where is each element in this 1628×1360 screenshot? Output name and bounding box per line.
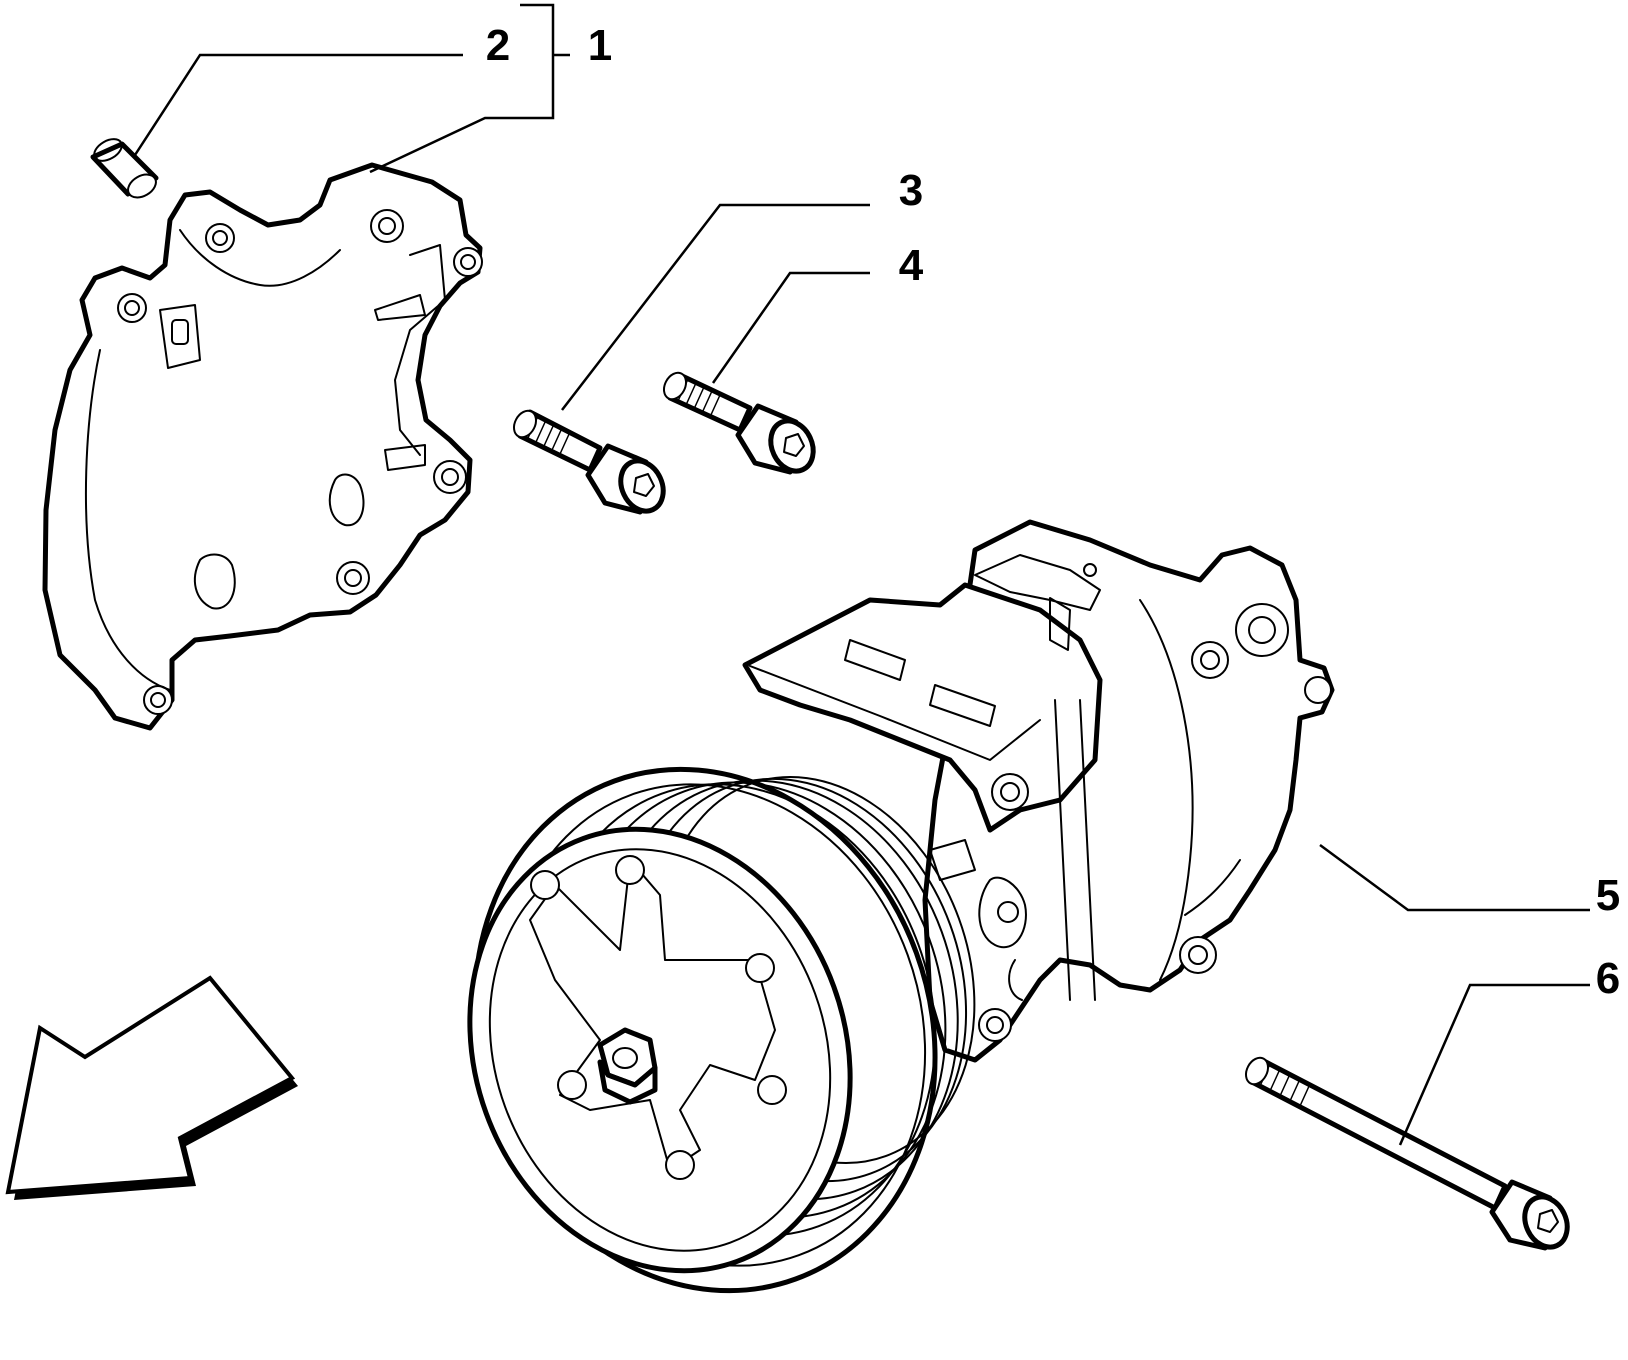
part-6-long-bolt (1244, 1056, 1570, 1251)
leader-lines (133, 3, 1590, 1146)
part-3-bolt (512, 409, 666, 515)
callout-5: 5 (1596, 871, 1620, 920)
part-5-ac-compressor (467, 519, 1335, 1294)
callout-1: 1 (588, 21, 612, 70)
part-1-mounting-bracket (42, 162, 483, 731)
callout-4: 4 (899, 241, 924, 290)
part-4-bolt (662, 371, 816, 475)
callout-6: 6 (1596, 954, 1620, 1003)
part-2-bushing (90, 138, 159, 199)
direction-arrow-icon (5, 975, 298, 1200)
callout-3: 3 (899, 166, 923, 215)
callout-2: 2 (486, 21, 510, 70)
